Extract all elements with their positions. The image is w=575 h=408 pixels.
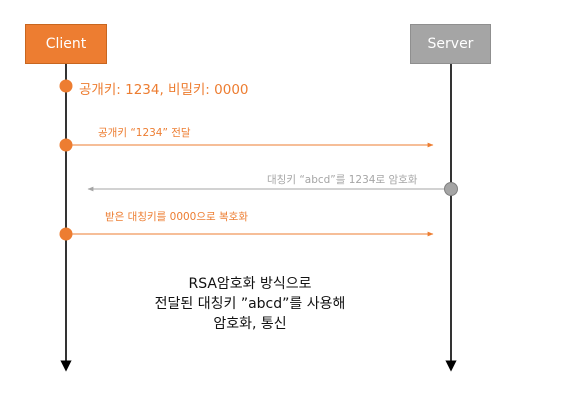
note-line-1: RSA암호화 방식으로	[188, 276, 312, 292]
communication-note: RSA암호화 방식으로 전달된 대칭키 ”abcd”를 사용해 암호화, 통신	[130, 274, 370, 334]
message-1-dot	[59, 138, 73, 152]
client-actor-box: Client	[25, 24, 107, 64]
message-2-dot	[444, 182, 458, 196]
server-actor-box: Server	[410, 24, 491, 64]
message-3-dot	[59, 227, 73, 241]
client-actor-label: Client	[45, 36, 87, 52]
server-actor-label: Server	[427, 36, 474, 52]
client-key-dot	[59, 79, 73, 93]
message-label-3: 받은 대칭키를 0000으로 복호화	[105, 211, 248, 223]
note-line-2: 전달된 대칭키 ”abcd”를 사용해	[154, 296, 346, 312]
message-label-2: 대칭키 “abcd”를 1234로 암호화	[267, 174, 418, 186]
note-line-3: 암호화, 통신	[213, 316, 287, 332]
client-key-info: 공개키: 1234, 비밀키: 0000	[79, 82, 249, 98]
message-label-1: 공개키 “1234” 전달	[98, 127, 191, 139]
